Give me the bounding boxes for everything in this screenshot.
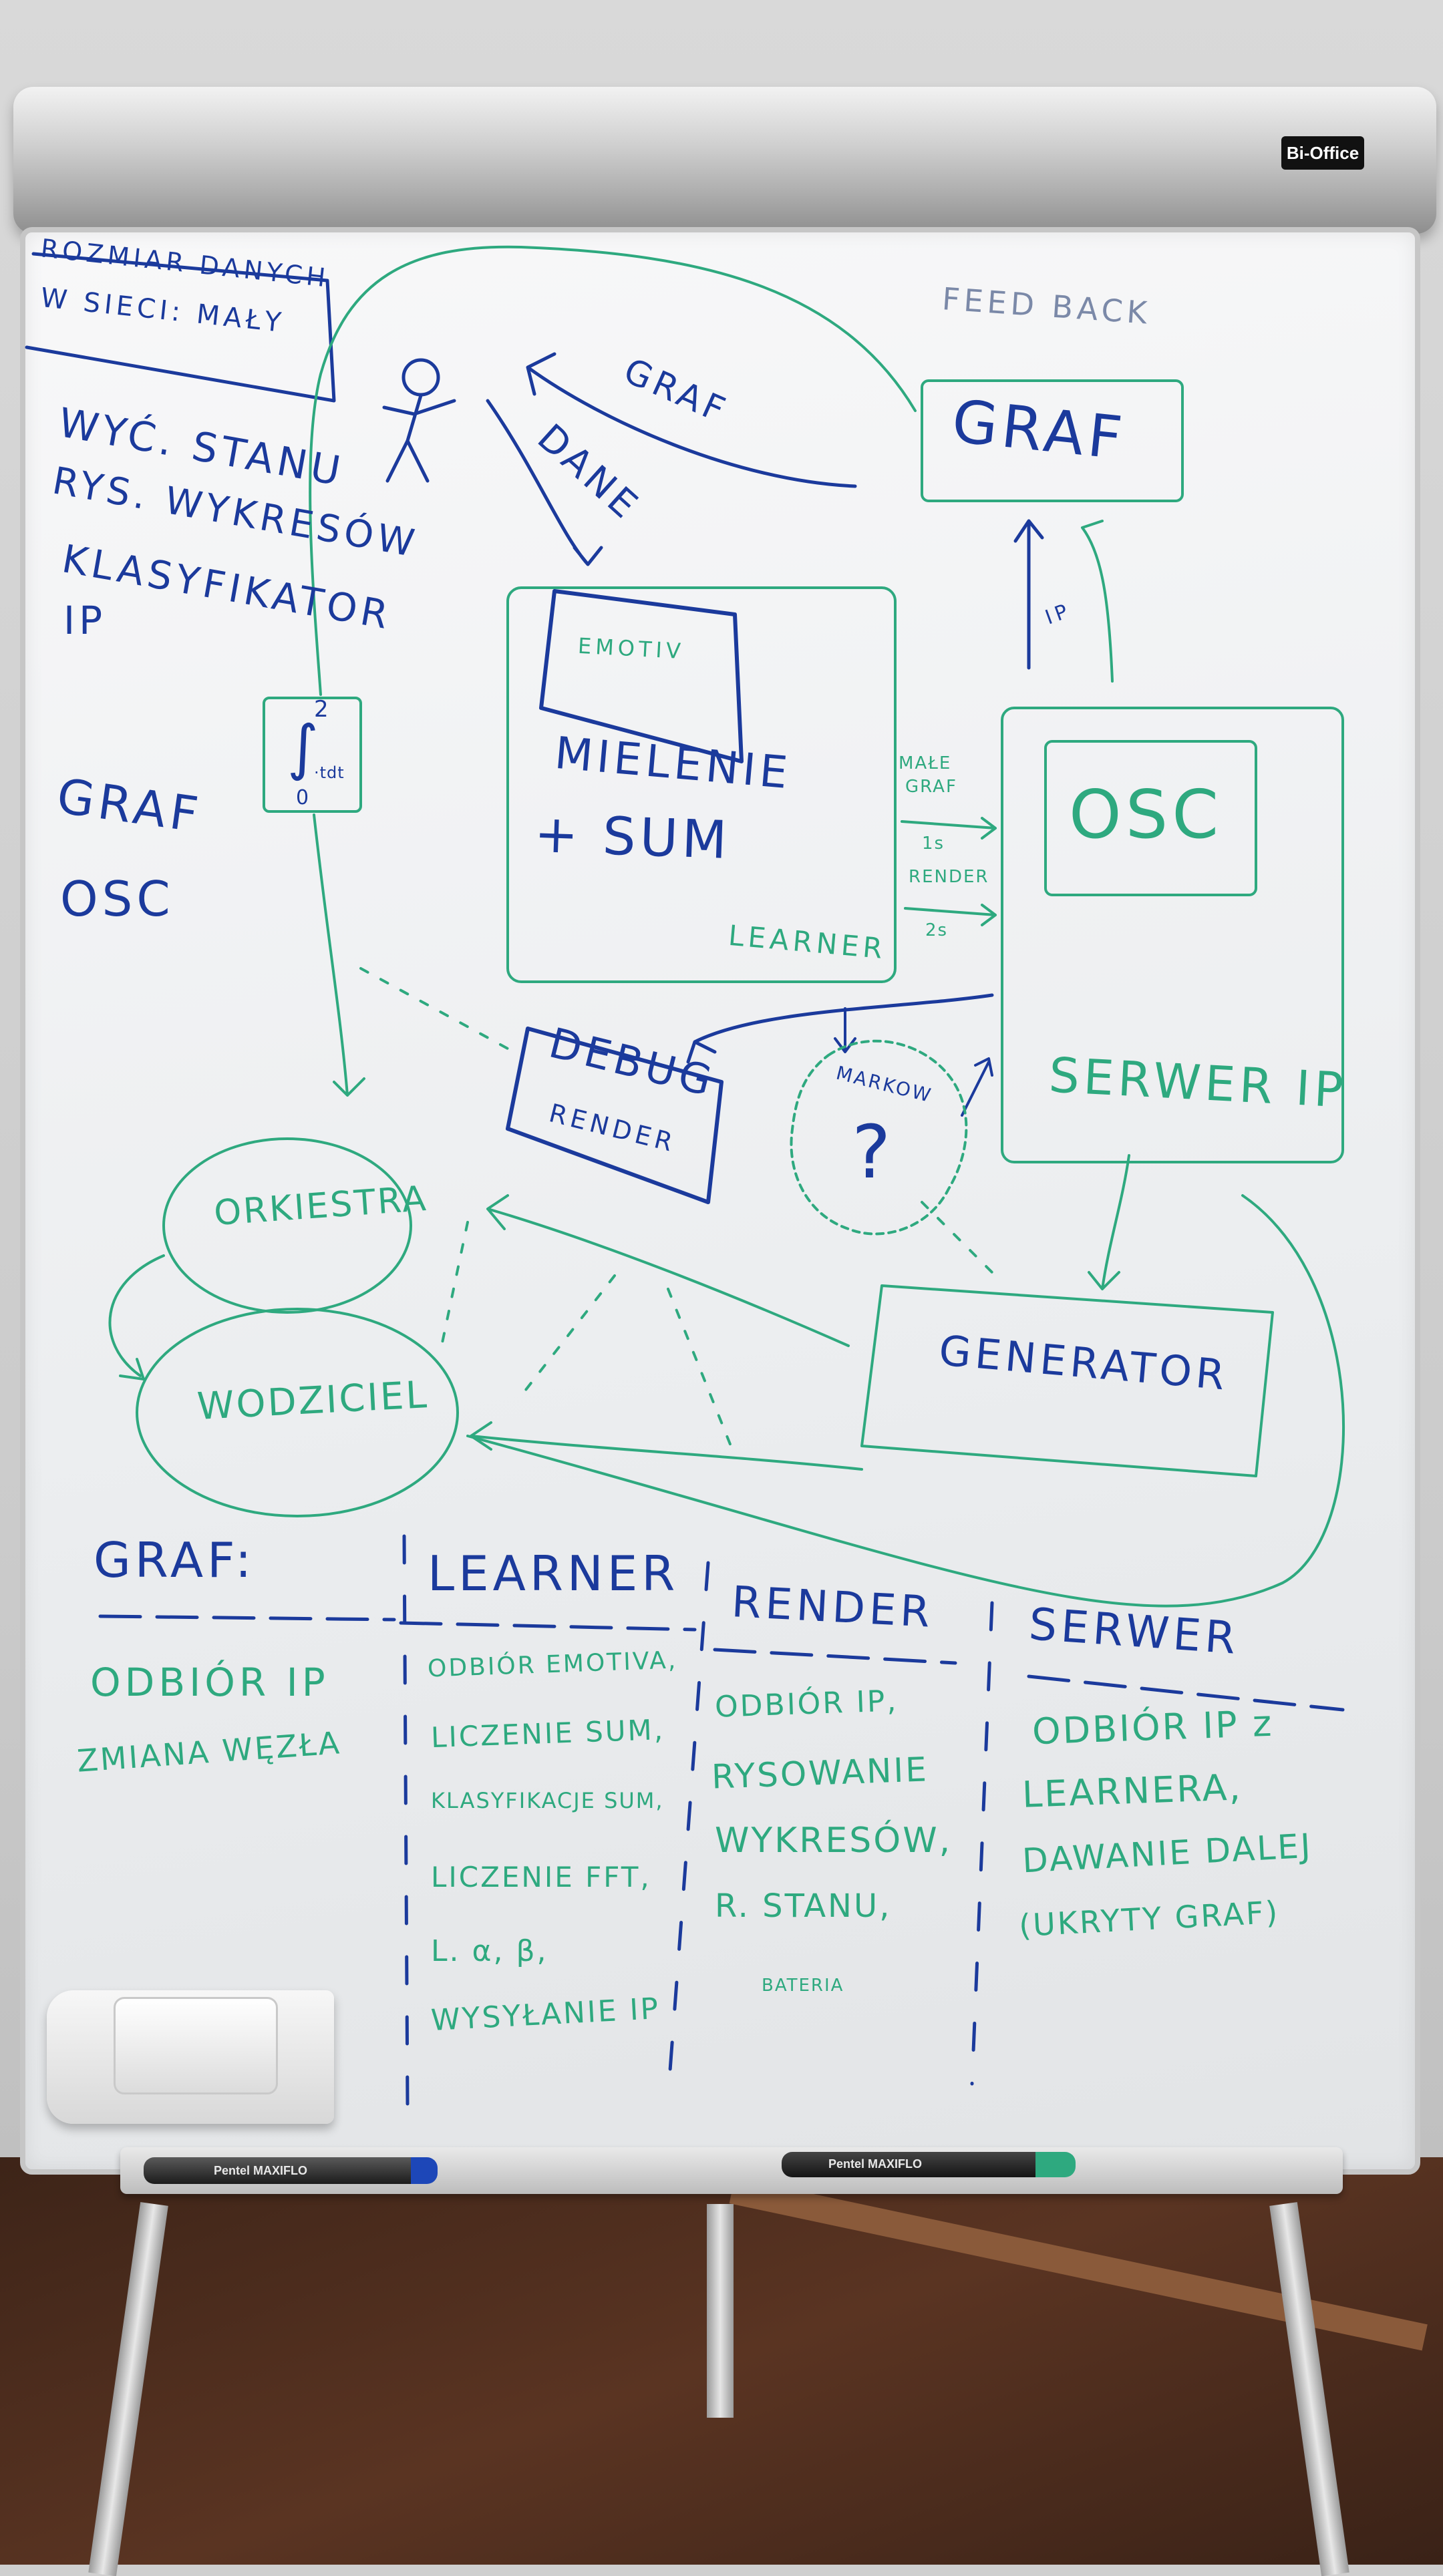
serwer-box-outline [1001, 707, 1344, 1163]
markov-mark: ? [852, 1109, 895, 1195]
dane-arrow [486, 399, 603, 566]
left-list-4: IP [63, 598, 107, 643]
graf-box-label: GRAF [949, 386, 1130, 474]
markov-down-arrow [834, 1007, 856, 1053]
learner-item-5: L. α, β, [431, 1934, 548, 1968]
graf-item-1: ODBIÓR IP [90, 1660, 329, 1705]
markov-cloud [790, 1039, 968, 1236]
render-item-3: WYKRESÓW, [715, 1821, 953, 1861]
generator-box-outline [860, 1284, 1274, 1477]
dotted-line-generator [921, 1201, 1003, 1284]
rate-note-male: MAŁE [899, 753, 952, 773]
render-item-2: RYSOWANIE [711, 1750, 929, 1797]
osc-box-label: OSC [1069, 775, 1223, 854]
easel-leg-center [707, 2204, 734, 2418]
graf-arrow [526, 352, 857, 488]
table-rule-serwer [1027, 1674, 1345, 1712]
integral-upper: 2 [314, 696, 333, 723]
green-marker[interactable] [782, 2152, 1076, 2177]
rate-note-render: RENDER [909, 867, 989, 887]
rate-note-1s: 1s [922, 834, 945, 854]
learner-line-sum: + SUM [533, 803, 732, 872]
integral-arrow-down [313, 813, 365, 1097]
integral-box-outline [263, 697, 362, 813]
dotted-fan-2 [667, 1288, 736, 1457]
table-divider-3 [970, 1601, 994, 2086]
table-divider-2 [666, 1561, 710, 2099]
note-box-outline [25, 252, 336, 403]
blue-marker[interactable] [144, 2157, 438, 2184]
render-item-5: BATERIA [762, 1976, 844, 1996]
emotiv-box-outline [539, 589, 744, 763]
render-item-4: R. STANU, [715, 1887, 892, 1925]
dotted-fan-1 [520, 1274, 616, 1397]
graf-box-outline [921, 379, 1184, 502]
arrow-serwer-generator [1088, 1154, 1130, 1290]
orkiestra-ellipse [162, 1137, 412, 1314]
dotted-fan-3 [440, 1221, 469, 1350]
markov-up-arrow [961, 1057, 993, 1117]
emotiv-label: EMOTIV [577, 632, 685, 665]
osc-box-outline [1044, 740, 1257, 896]
serwer-label: SERWER IP [1048, 1047, 1349, 1119]
learner-box-outline [506, 586, 897, 983]
feedback-loop-arrow [309, 245, 917, 696]
integral-lower: 0 [296, 786, 313, 809]
learner-item-4: LICZENIE FFT, [431, 1861, 651, 1893]
integral-sign: ∫ [287, 713, 323, 783]
eraser-handle [114, 1997, 278, 2094]
table-rule-learner [399, 1621, 697, 1632]
serwer-item-2: LEARNERA, [1021, 1766, 1243, 1816]
learner-item-3: KLASYFIKACJE SUM, [431, 1788, 664, 1813]
rate-arrow-2 [904, 904, 997, 926]
learner-item-2: LICZENIE SUM, [430, 1712, 665, 1755]
col-header-render: RENDER [730, 1578, 935, 1638]
integral-dt: ·tdt [314, 763, 345, 782]
green-marker-label: Pentel MAXIFLO [828, 2157, 923, 2171]
brand-logo: Bi-Office [1281, 136, 1364, 170]
top-clamp-bar [13, 87, 1436, 234]
arrow-ip-up [1013, 519, 1044, 670]
left-short-osc: OSC [60, 871, 174, 927]
wodziciel-ellipse [136, 1308, 459, 1517]
arrow-osc-up [1081, 520, 1114, 683]
render-item-1: ODBIÓR IP, [714, 1684, 899, 1724]
debug-arrow [686, 993, 994, 1064]
arrow-generator-orkiestra [486, 1194, 850, 1347]
table-rule-graf [98, 1614, 396, 1622]
arrow-generator-wodziciel [470, 1421, 863, 1471]
table-divider-1 [402, 1534, 410, 2106]
stick-figure [382, 358, 456, 483]
table-rule-render [713, 1648, 957, 1665]
col-header-learner: LEARNER [428, 1545, 679, 1602]
dotted-line-debug [359, 967, 509, 1050]
blue-marker-label: Pentel MAXIFLO [214, 2164, 308, 2177]
big-return-loop [466, 1194, 1345, 1608]
col-header-graf: GRAF: [94, 1532, 256, 1588]
debug-box-outline [506, 1027, 724, 1204]
rate-note-2s: 2s [925, 920, 949, 940]
rate-note-graf: GRAF [905, 777, 957, 797]
loop-arrow-left [108, 1254, 165, 1381]
serwer-item-1: ODBIÓR IP z [1031, 1702, 1275, 1753]
rate-arrow-1 [901, 817, 997, 840]
